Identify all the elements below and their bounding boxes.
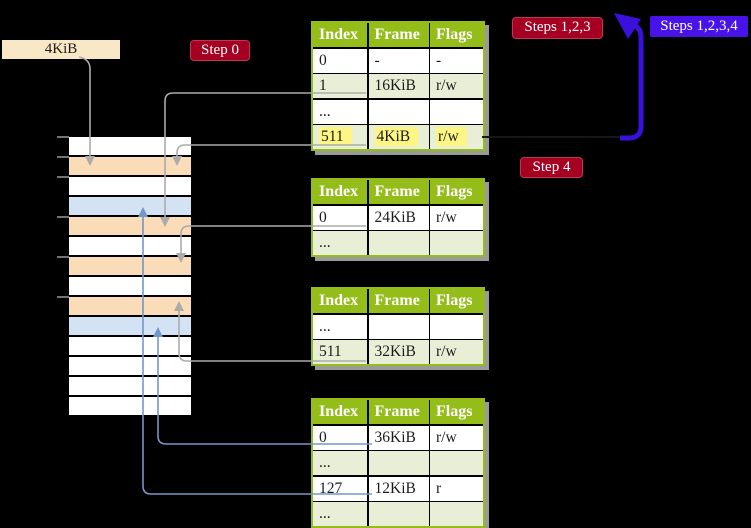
memory-strip — [69, 137, 191, 415]
table-cell: - — [368, 48, 429, 73]
memory-row-free — [69, 177, 191, 195]
table-cell: ... — [313, 99, 367, 124]
memory-row-free — [69, 337, 191, 355]
table-cell — [368, 451, 429, 475]
steps-1234-label: Steps 1,2,3,4 — [650, 16, 748, 37]
table-cell — [368, 502, 429, 526]
table-cell — [430, 451, 483, 475]
column-header-flags: Flags — [430, 180, 483, 204]
table-cell — [430, 231, 483, 255]
table-cell: 16KiB — [368, 74, 429, 98]
column-header-frame: Frame — [368, 400, 429, 424]
table-cell: 12KiB — [368, 476, 429, 501]
table-cell: 36KiB — [368, 425, 429, 450]
table-cell: ... — [313, 502, 367, 526]
table-cell: 4KiB — [368, 125, 429, 149]
step-4-label: Step 4 — [520, 157, 583, 178]
highlighted-value: r/w — [436, 127, 467, 146]
table-cell: ... — [313, 231, 367, 255]
table-cell: ... — [313, 451, 367, 475]
table-cell: 0 — [313, 425, 367, 450]
table-cell: 127 — [313, 476, 367, 501]
table-cell: 511 — [313, 125, 367, 149]
table-cell: r/w — [430, 425, 483, 450]
column-header-flags: Flags — [430, 289, 483, 313]
memory-row-free — [69, 357, 191, 375]
column-header-index: Index — [313, 180, 367, 204]
steps-123-label: Steps 1,2,3 — [512, 17, 603, 39]
table-cell — [430, 99, 483, 124]
table-cell: 24KiB — [368, 205, 429, 230]
table-cell — [368, 231, 429, 255]
table-cell — [430, 314, 483, 339]
table-cell: r — [430, 476, 483, 501]
table-cell: r/w — [430, 340, 483, 364]
column-header-frame: Frame — [368, 180, 429, 204]
memory-row-free — [69, 137, 191, 155]
arrow-steps-1234 — [620, 22, 644, 141]
table-cell: r/w — [430, 125, 483, 149]
ruler-ticks — [57, 136, 69, 298]
memory-row-frame — [69, 157, 191, 175]
column-header-flags: Flags — [430, 23, 483, 47]
table-cell — [430, 502, 483, 526]
arrowhead-up-left-icon — [614, 13, 641, 39]
column-header-flags: Flags — [430, 400, 483, 424]
memory-row-free — [69, 397, 191, 415]
table-cell: 0 — [313, 48, 367, 73]
table-cell: - — [430, 48, 483, 73]
column-header-index: Index — [313, 289, 367, 313]
table-cell: 32KiB — [368, 340, 429, 364]
table-cell: ... — [313, 314, 367, 339]
table-cell: 511 — [313, 340, 367, 364]
memory-row-free — [69, 277, 191, 295]
frame-size-label: 4KiB — [2, 40, 120, 59]
memory-row-page — [69, 317, 191, 335]
memory-row-free — [69, 237, 191, 255]
memory-row-frame — [69, 257, 191, 275]
memory-row-page — [69, 197, 191, 215]
table-cell: r/w — [430, 205, 483, 230]
column-header-frame: Frame — [368, 23, 429, 47]
memory-row-free — [69, 377, 191, 395]
highlighted-value: 4KiB — [374, 127, 419, 146]
highlighted-value: 511 — [319, 127, 352, 146]
column-header-index: Index — [313, 400, 367, 424]
column-header-index: Index — [313, 23, 367, 47]
table-cell: 0 — [313, 205, 367, 230]
table-cell — [368, 99, 429, 124]
memory-row-frame — [69, 217, 191, 235]
table-cell: 1 — [313, 74, 367, 98]
memory-row-frame — [69, 297, 191, 315]
column-header-frame: Frame — [368, 289, 429, 313]
table-cell: r/w — [430, 74, 483, 98]
step-0-label: Step 0 — [190, 40, 250, 61]
table-cell — [368, 314, 429, 339]
